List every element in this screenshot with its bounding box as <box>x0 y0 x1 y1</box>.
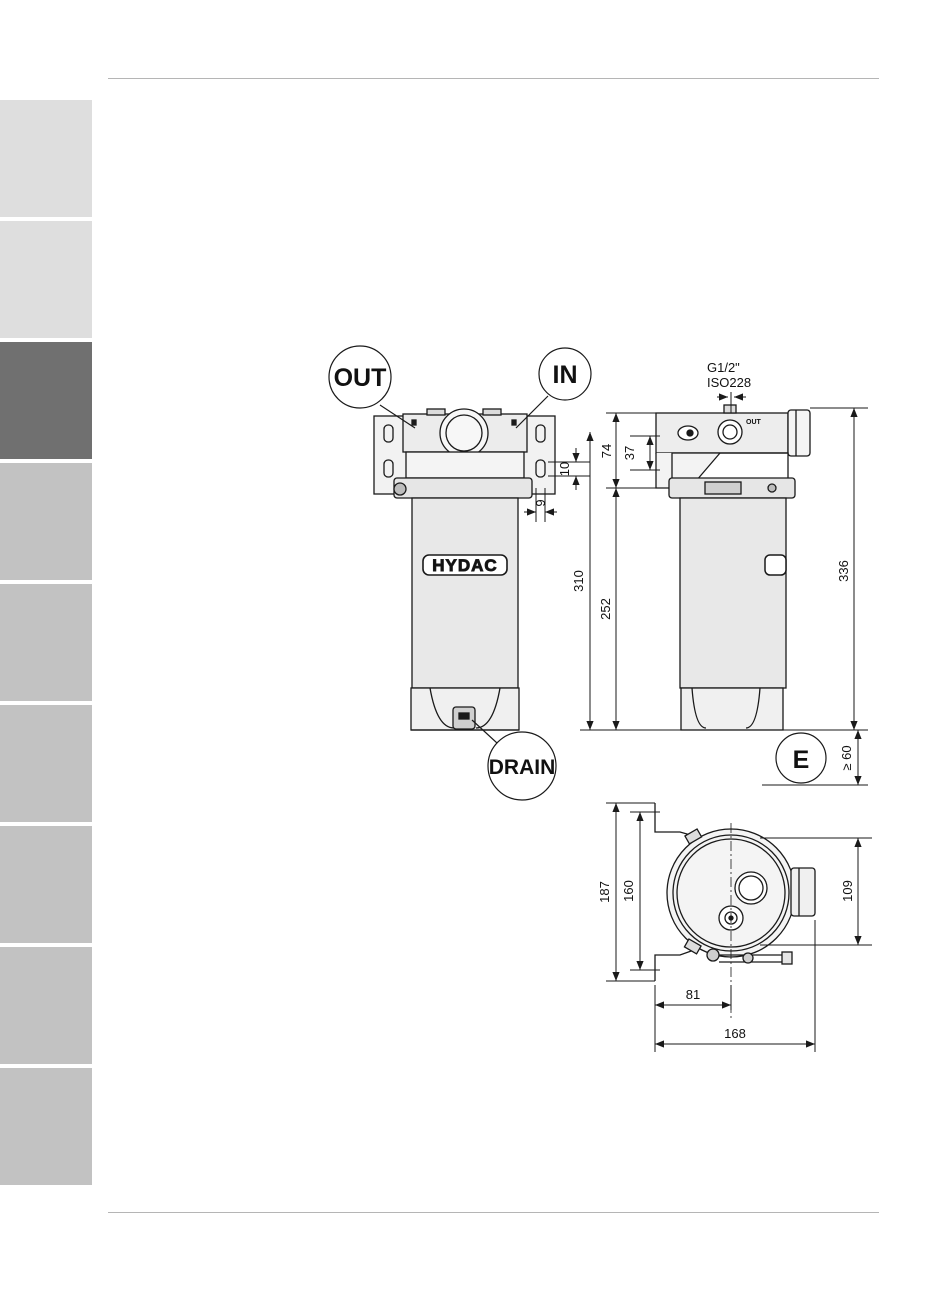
dim-label-81: 81 <box>686 987 700 1002</box>
hydac-logo-text: HYDAC <box>432 556 497 575</box>
thread-size-label: G1/2" <box>707 360 740 375</box>
dim-label-74: 74 <box>599 444 614 458</box>
dim-label-187: 187 <box>597 881 612 903</box>
top-view <box>655 803 815 1020</box>
dim-label-310: 310 <box>571 570 586 592</box>
dim-label-9: 9 <box>533 499 548 506</box>
dim-label-252: 252 <box>598 598 613 620</box>
clogging-indicator <box>718 420 742 444</box>
dim-label-60: ≥ 60 <box>839 745 854 770</box>
out-callout-label: OUT <box>334 364 387 392</box>
side-outlet-port <box>788 410 810 456</box>
clamp-screw <box>394 483 406 495</box>
side-port-tag: OUT <box>746 419 762 426</box>
dim-label-168: 168 <box>724 1026 746 1041</box>
inlet-port <box>440 409 488 457</box>
side-view <box>656 405 810 730</box>
top-outlet-stub <box>791 868 815 916</box>
side-filter-bowl <box>680 498 786 688</box>
in-callout-label: IN <box>553 361 578 389</box>
filter-bowl <box>412 498 518 688</box>
dim-label-109: 109 <box>840 880 855 902</box>
clamp-band <box>394 478 532 498</box>
drain-callout-label: DRAIN <box>489 756 556 779</box>
dim-label-160: 160 <box>621 880 636 902</box>
dim-label-37: 37 <box>622 446 637 460</box>
dim-label-10: 10 <box>557 462 572 476</box>
thread-standard-label: ISO228 <box>707 375 751 390</box>
e-callout-label: E <box>793 746 810 774</box>
dim-label-336: 336 <box>836 560 851 582</box>
top-large-port <box>735 872 767 904</box>
